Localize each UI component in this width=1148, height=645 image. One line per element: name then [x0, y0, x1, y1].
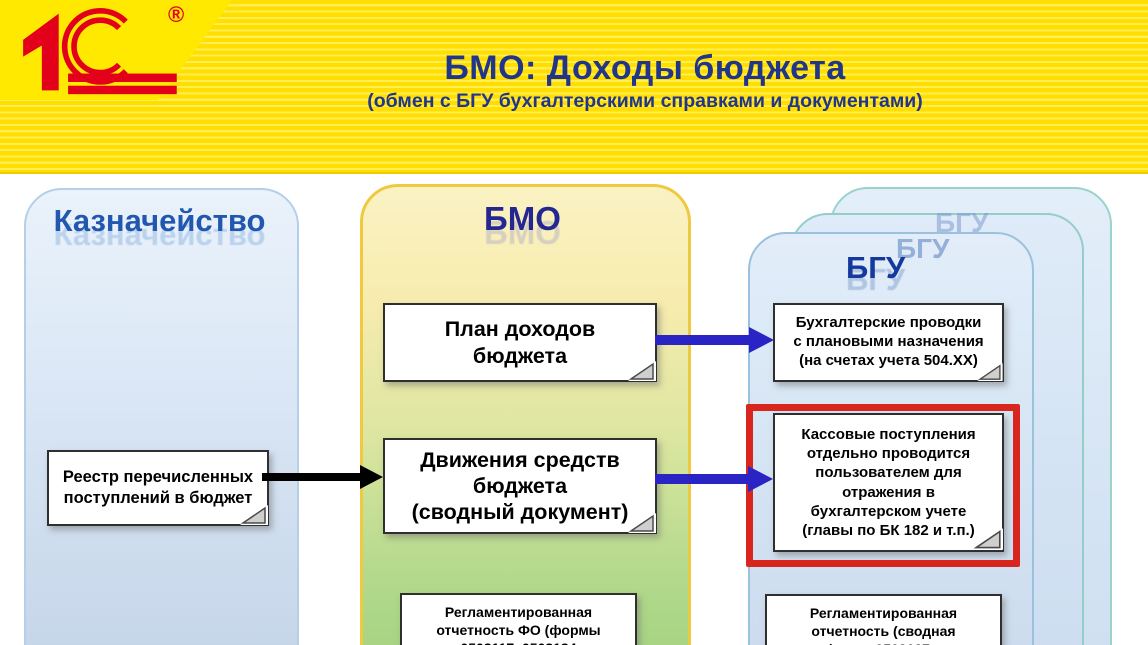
node-reglament-otchetnost-svodnaya: Регламентированная отчетность (сводная ф…: [765, 594, 1002, 645]
node-dvizheniya-sredstv: Движения средств бюджета (сводный докуме…: [383, 438, 657, 534]
panel-treasury: [24, 188, 299, 645]
folded-corner-icon: [240, 505, 268, 525]
node-reglament-fo-text: Регламентированная отчетность ФО (формы …: [436, 604, 601, 645]
folded-corner-icon: [628, 513, 656, 533]
arrow-reestr-to-dvizh: [262, 465, 383, 489]
panel-title-bmo: БМО: [484, 200, 561, 237]
node-reglament-svod-text: Регламентированная отчетность (сводная ф…: [809, 605, 958, 645]
slide-subtitle: (обмен с БГУ бухгалтерскими справками и …: [367, 90, 923, 113]
node-kassovye-postupleniya: Кассовые поступления отдельно проводится…: [773, 413, 1004, 552]
registered-mark: ®: [168, 2, 185, 27]
title-block: БМО: Доходы бюджета (обмен с БГУ бухгалт…: [250, 49, 1040, 113]
node-reglament-otchetnost-fo: Регламентированная отчетность ФО (формы …: [400, 593, 637, 645]
panel-title-bgu-ghost-middle: БГУ: [896, 233, 950, 264]
panel-title-bgu-ghost-back: БГУ: [935, 207, 989, 238]
node-reestr-text: Реестр перечисленных поступлений в бюдже…: [62, 468, 254, 507]
node-buh-provodki: Бухгалтерские проводки с плановыми назна…: [773, 303, 1004, 382]
arrow-plan-to-provodki: [655, 327, 774, 353]
node-reestr-postupleniy: Реестр перечисленных поступлений в бюдже…: [47, 450, 269, 526]
node-dvizh-text: Движения средств бюджета (сводный докуме…: [411, 447, 629, 525]
node-plan-text: План доходов бюджета: [444, 317, 596, 368]
folded-corner-icon: [973, 528, 1003, 550]
header-band: 1С ® БМО: Доходы бюджета (обмен с БГУ бу…: [0, 0, 1148, 174]
node-kassa-text: Кассовые поступления отдельно проводится…: [801, 425, 976, 539]
slide-title: БМО: Доходы бюджета: [444, 49, 846, 87]
1c-logo-icon: [23, 8, 177, 95]
folded-corner-icon: [977, 363, 1003, 381]
node-plan-dohodov: План доходов бюджета: [383, 303, 657, 382]
highlight-red-frame: [746, 404, 1020, 567]
panel-title-treasury: Казначейство: [53, 203, 266, 238]
folded-corner-icon: [628, 361, 656, 381]
node-provodki-text: Бухгалтерские проводки с плановыми назна…: [793, 314, 984, 369]
arrow-dvizh-to-kassa: [655, 466, 773, 492]
panel-title-bgu: БГУ: [846, 250, 906, 285]
panel-bmo: [360, 184, 691, 645]
